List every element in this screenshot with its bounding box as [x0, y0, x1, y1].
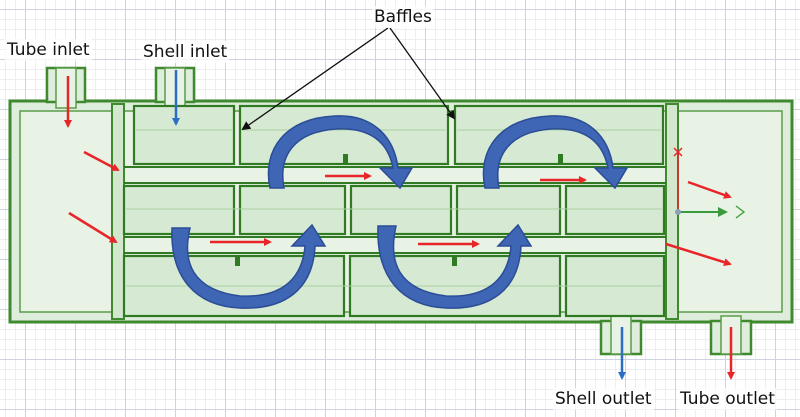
baffles-label: Baffles — [372, 6, 434, 28]
tube-flow-arrows — [64, 76, 735, 380]
tube-inlet-label: Tube inlet — [5, 39, 92, 61]
baffle-tabs — [235, 154, 563, 266]
shell-flow-arrows — [172, 70, 626, 380]
axis-gizmo — [673, 147, 746, 219]
shell-outlet-label: Shell outlet — [553, 388, 654, 410]
baffles-callout-lines — [241, 27, 456, 131]
shell-inlet-label: Shell inlet — [141, 41, 230, 63]
shell-swirl-arrows — [171, 115, 629, 309]
tube-sheets — [111, 103, 679, 320]
tube-outlet-label: Tube outlet — [678, 388, 777, 410]
tube-inlet-nozzle — [45, 66, 87, 109]
